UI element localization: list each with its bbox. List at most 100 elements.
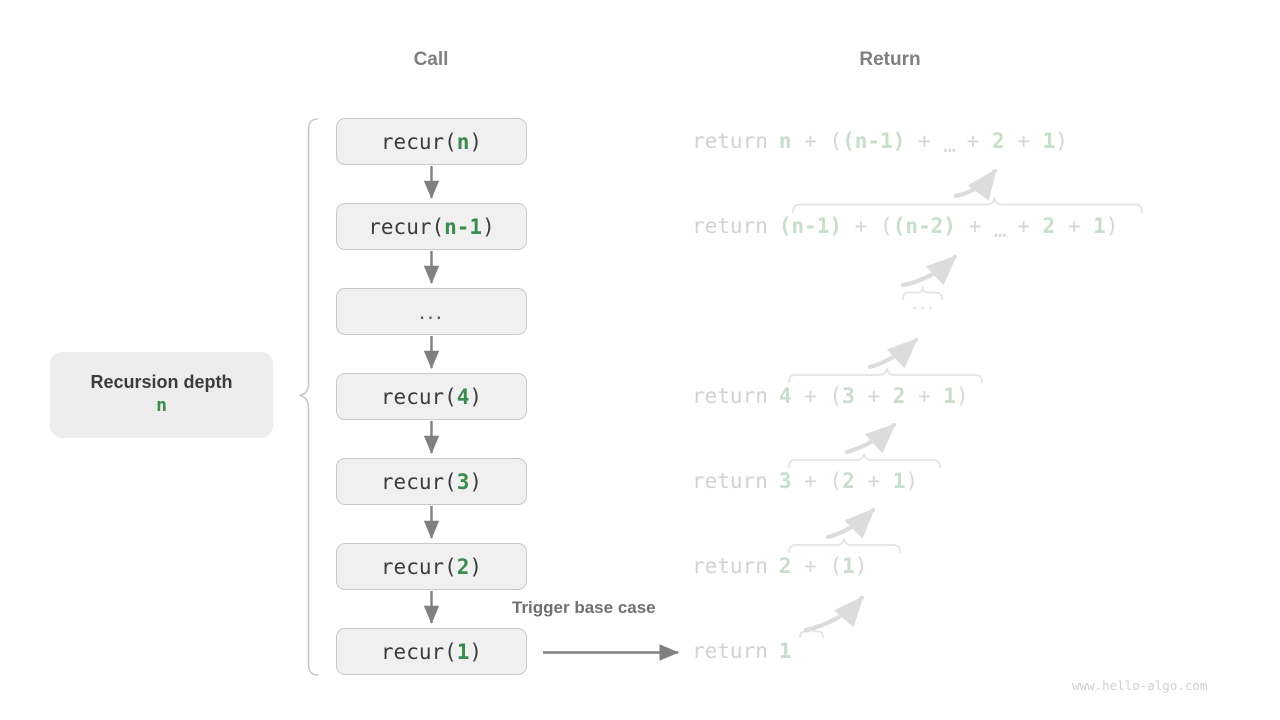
return-row-return-n-1: return (n-1) + ((n-2) + … + 2 + 1) xyxy=(692,211,1119,242)
watermark: www.hello-algo.com xyxy=(1072,678,1208,693)
expression-term: 1 xyxy=(842,554,855,578)
expression-term: (n-1) xyxy=(778,214,843,238)
return-arrow-6-to-5 xyxy=(825,507,876,540)
expression-term: 4 xyxy=(778,384,792,408)
return-arrow-2-to-1 xyxy=(953,168,998,201)
return-row-return-3: return 3 + (2 + 1) xyxy=(692,466,918,496)
expression-operator: ) xyxy=(854,554,868,578)
expression-operator: + xyxy=(968,214,982,238)
return-row-return-4: return 4 + (3 + 2 + 1) xyxy=(692,381,969,411)
return-expression: 4 + (3 + 2 + 1) xyxy=(779,384,969,408)
expression-term: (n-2) xyxy=(892,214,956,238)
expression-term: 2 xyxy=(991,129,1005,153)
column-header-return: Return xyxy=(859,49,921,70)
call-box-prefix: recur( xyxy=(380,469,457,494)
call-box-argument: 3 xyxy=(456,469,470,494)
expression-operator: ( xyxy=(880,214,893,238)
expression-operator: ) xyxy=(1105,214,1119,238)
recursion-depth-title: Recursion depth xyxy=(90,371,233,392)
call-box-argument: n xyxy=(456,129,470,154)
expression-ellipsis: … xyxy=(993,218,1007,242)
expression-term: 2 xyxy=(842,469,855,493)
return-expression: 1 xyxy=(779,639,792,663)
return-arrow-5-to-4 xyxy=(844,422,897,455)
call-box-prefix: recur( xyxy=(380,384,457,409)
expression-operator: + xyxy=(804,554,817,578)
expression-operator: ( xyxy=(829,384,843,408)
expression-operator: + xyxy=(918,384,931,408)
return-expression: (n-1) + ((n-2) + … + 2 + 1) xyxy=(778,214,1119,242)
call-box-prefix: recur( xyxy=(380,129,457,154)
call-box-prefix: recur( xyxy=(380,554,457,579)
expression-term: 2 xyxy=(892,384,906,408)
return-arrow-dots-to-2 xyxy=(900,254,958,288)
call-box-recur-2: recur(2) xyxy=(336,543,527,590)
expression-term: 1 xyxy=(1042,129,1056,153)
expression-term: 1 xyxy=(778,639,792,663)
expression-operator: + xyxy=(1067,214,1081,238)
call-box-argument: 2 xyxy=(456,554,470,579)
call-box-argument: 1 xyxy=(456,639,470,664)
return-keyword: return xyxy=(692,214,768,238)
expression-operator: ) xyxy=(1055,129,1068,153)
return-brace-7 xyxy=(799,626,824,639)
call-box-prefix: recur( xyxy=(380,639,457,664)
column-header-call: Call xyxy=(413,49,449,70)
call-box-recur-4: recur(4) xyxy=(336,373,527,420)
trigger-base-case-label: Trigger base case xyxy=(512,598,656,617)
expression-operator: + xyxy=(804,384,817,408)
expression-operator: + xyxy=(1017,214,1030,238)
recursion-depth-label: Recursion depth n xyxy=(50,352,273,438)
expression-operator: ( xyxy=(829,129,843,153)
expression-term: 1 xyxy=(943,384,957,408)
expression-operator: ( xyxy=(829,554,843,578)
return-keyword: return xyxy=(692,554,768,578)
expression-term: 3 xyxy=(842,384,855,408)
expression-term: (n-1) xyxy=(842,129,906,153)
expression-operator: ) xyxy=(905,469,919,493)
expression-operator: + xyxy=(918,129,931,153)
expression-operator: + xyxy=(867,469,881,493)
call-box-recur-n-1: recur(n-1) xyxy=(336,203,527,250)
expression-term: 2 xyxy=(778,554,792,578)
expression-operator: ) xyxy=(956,384,969,408)
return-expression: n + ((n-1) + … + 2 + 1) xyxy=(778,129,1068,157)
expression-term: 3 xyxy=(778,469,792,493)
return-row-return-dots: ... xyxy=(912,291,936,314)
expression-ellipsis: … xyxy=(943,133,956,157)
expression-operator: + xyxy=(804,469,817,493)
call-box-recur-1: recur(1) xyxy=(336,628,527,675)
expression-operator: ( xyxy=(829,469,843,493)
call-box-prefix: recur( xyxy=(368,214,445,239)
call-box-suffix: ) xyxy=(482,214,495,239)
expression-term: n xyxy=(778,129,792,153)
return-expression: 2 + (1) xyxy=(779,554,868,578)
return-keyword: return xyxy=(692,129,768,153)
call-box-recur-3: recur(3) xyxy=(336,458,527,505)
expression-term: 2 xyxy=(1042,214,1056,238)
call-box-suffix: ) xyxy=(469,469,483,494)
call-box-suffix: ) xyxy=(469,129,483,154)
recursion-depth-brace xyxy=(299,118,319,676)
expression-operator: + xyxy=(854,214,868,238)
call-box-argument: n-1 xyxy=(444,214,483,239)
call-box-suffix: ) xyxy=(469,639,483,664)
return-expression: 3 + (2 + 1) xyxy=(779,469,918,493)
call-box-suffix: ) xyxy=(469,554,483,579)
expression-operator: + xyxy=(1017,129,1030,153)
call-box-recur-dots: ... xyxy=(336,288,527,335)
expression-term: 1 xyxy=(1093,214,1106,238)
expression-operator: + xyxy=(966,129,980,153)
call-box-suffix: ) xyxy=(469,384,483,409)
expression-term: 1 xyxy=(892,469,906,493)
recursion-depth-value: n xyxy=(156,395,167,417)
call-box-argument: 4 xyxy=(456,384,470,409)
return-keyword: return xyxy=(692,384,768,408)
return-arrow-7-to-6 xyxy=(803,595,865,633)
return-arrow-4-to-dots xyxy=(867,337,919,370)
expression-operator: + xyxy=(804,129,817,153)
return-keyword: return xyxy=(692,469,768,493)
